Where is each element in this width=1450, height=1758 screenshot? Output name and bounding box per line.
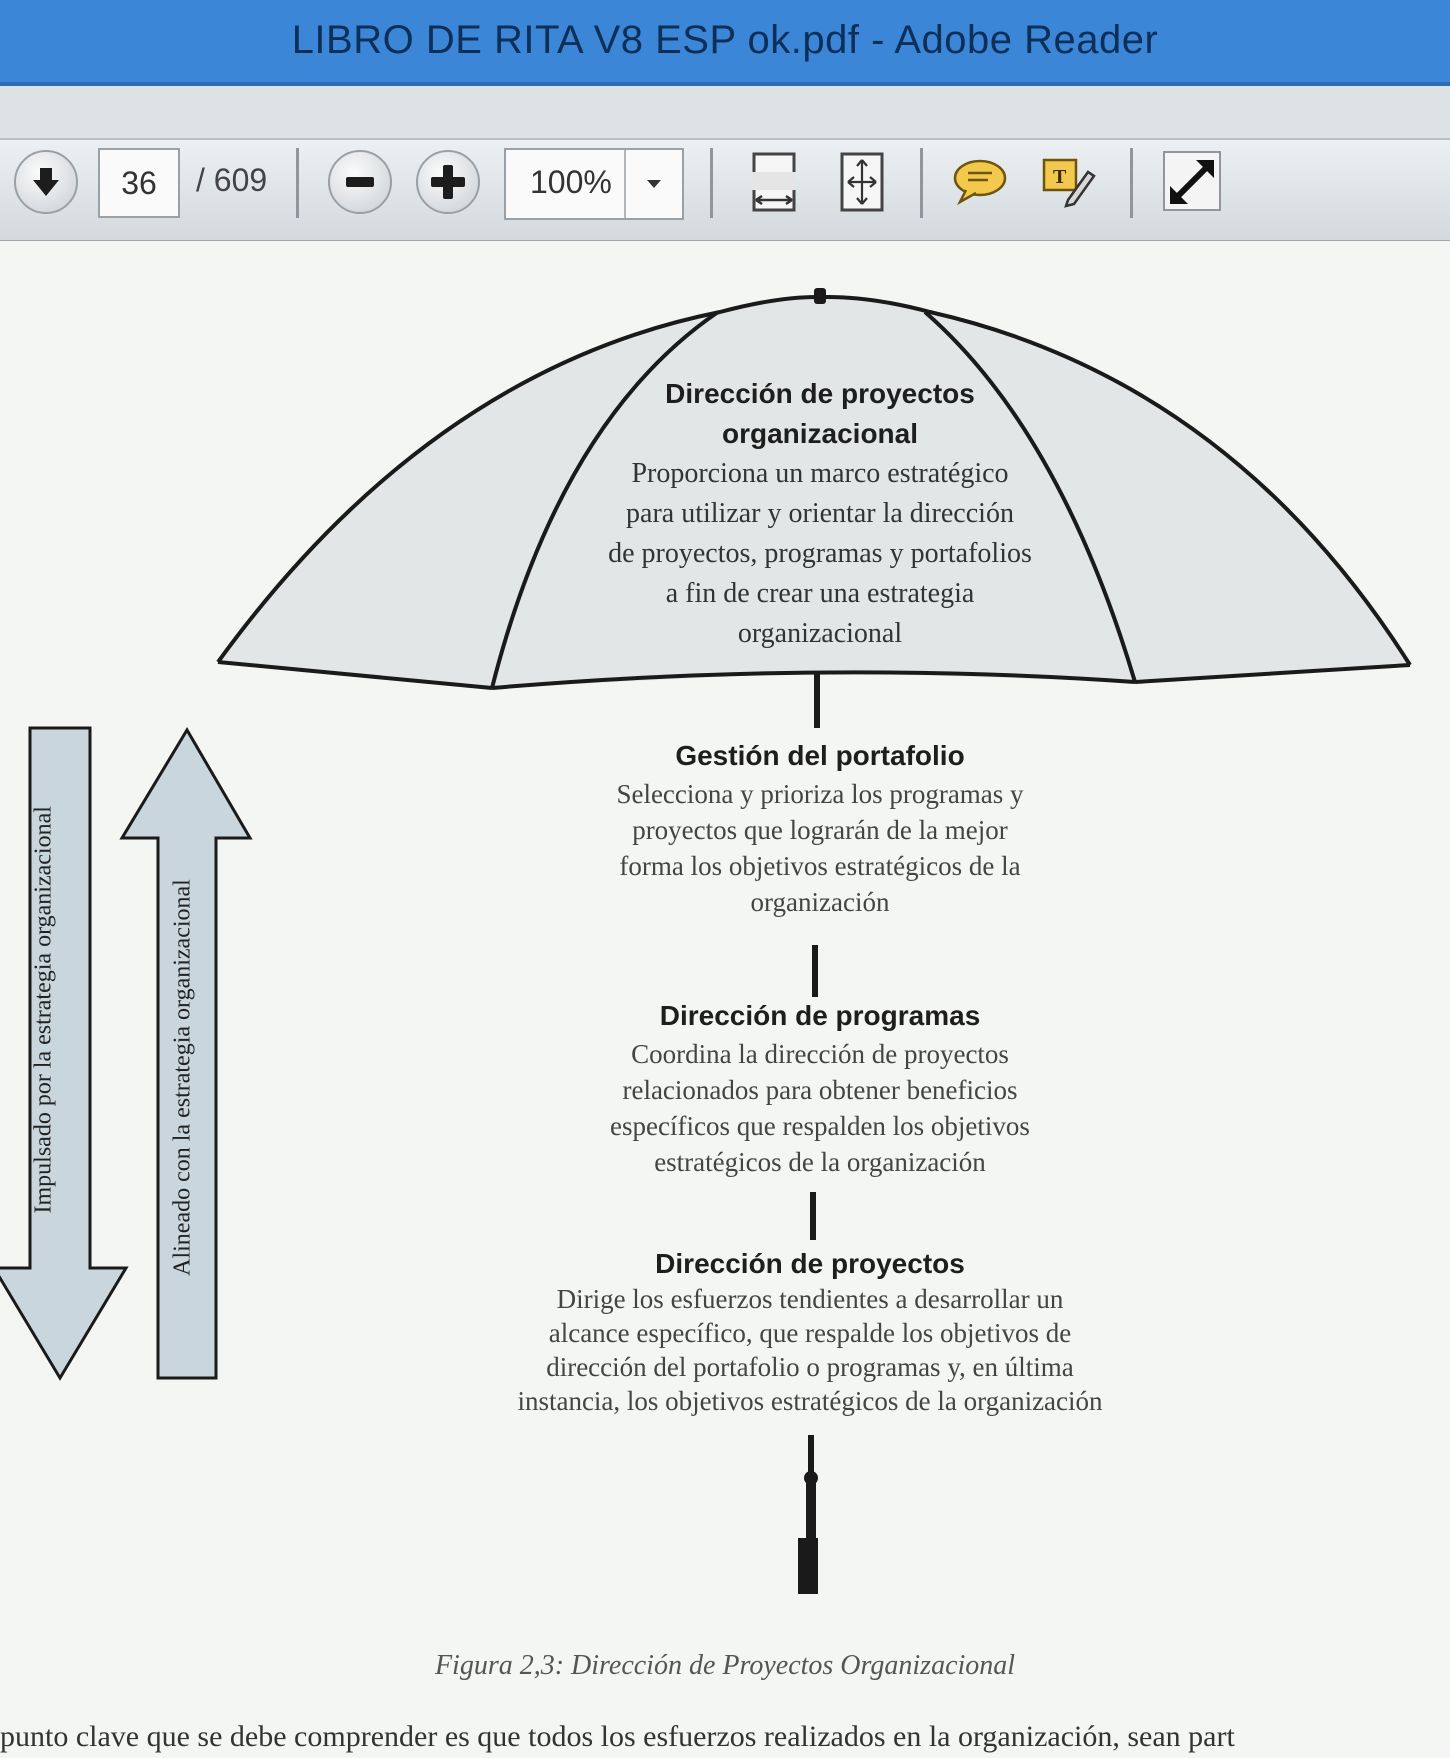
body-text-line: punto clave que se debe comprender es qu… (0, 1720, 1235, 1753)
window-title: LIBRO DE RITA V8 ESP ok.pdf - Adobe Read… (291, 18, 1159, 62)
next-page-button[interactable] (14, 150, 78, 214)
fit-width-icon (752, 152, 796, 212)
chevron-down-icon (647, 180, 661, 188)
zoom-in-icon (431, 165, 465, 199)
page-number-input[interactable]: 36 (98, 148, 180, 218)
portfolio-body-line: proyectos que lograrán de la mejor (632, 815, 1008, 845)
zoom-value: 100% (530, 164, 612, 200)
portfolio-body-line: Selecciona y prioriza los programas y (616, 779, 1024, 809)
zoom-select[interactable]: 100% (504, 148, 684, 220)
portfolio-body-line: organización (750, 887, 890, 917)
fit-page-icon (840, 152, 884, 212)
org-body-line: organizacional (737, 618, 903, 649)
org-body-line: Proporciona un marco estratégico (631, 458, 1009, 489)
programs-body-line: específicos que respalden los objetivos (610, 1111, 1030, 1141)
projects-body-line: instancia, los objetivos estratégicos de… (517, 1386, 1103, 1416)
portfolio-block: Gestión del portafolio Selecciona y prio… (540, 740, 1100, 920)
figure-caption: Figura 2,3: Dirección de Proyectos Organ… (434, 1650, 1016, 1681)
zoom-out-button[interactable] (328, 150, 392, 214)
highlight-text-button[interactable]: T (1036, 152, 1100, 212)
programs-body-line: estratégicos de la organización (654, 1147, 986, 1177)
next-page-icon (33, 168, 59, 196)
projects-body-line: alcance específico, que respalde los obj… (548, 1318, 1072, 1348)
programs-heading: Dirección de programas (659, 1000, 981, 1031)
projects-body-line: Dirige los esfuerzos tendientes a desarr… (556, 1284, 1064, 1314)
svg-text:T: T (1053, 166, 1067, 188)
zoom-in-button[interactable] (416, 150, 480, 214)
org-heading-line2: organizacional (721, 418, 919, 449)
arrow-down-label: Impulsado por la estrategia organizacion… (30, 806, 57, 1214)
toolbar-divider (296, 148, 299, 218)
programs-block: Dirección de programas Coordina la direc… (540, 1000, 1100, 1180)
org-body-line: a fin de crear una estrategia (665, 578, 975, 609)
org-block: Dirección de proyectos organizacional Pr… (560, 378, 1080, 654)
fullscreen-button[interactable] (1160, 148, 1224, 214)
programs-body-line: Coordina la dirección de proyectos (631, 1039, 1009, 1069)
arrow-up-label: Alineado con la estrategia organizaciona… (169, 879, 196, 1276)
menu-strip (0, 86, 1450, 138)
org-heading-line1: Dirección de proyectos (665, 378, 975, 409)
portfolio-body-line: forma los objetivos estratégicos de la (619, 851, 1021, 881)
window-title-bar: LIBRO DE RITA V8 ESP ok.pdf - Adobe Read… (0, 0, 1450, 86)
comment-icon (953, 159, 1007, 206)
fit-page-button[interactable] (834, 150, 890, 214)
total-pages-label: / 609 (196, 162, 268, 198)
projects-body-line: dirección del portafolio o programas y, … (546, 1352, 1074, 1382)
toolbar-divider (710, 148, 713, 218)
projects-block: Dirección de proyectos Dirige los esfuer… (470, 1248, 1150, 1418)
toolbar-divider (920, 148, 923, 218)
org-body-line: de proyectos, programas y portafolios (608, 538, 1032, 569)
programs-body-line: relacionados para obtener beneficios (622, 1075, 1018, 1105)
toolbar-divider (1130, 148, 1133, 218)
fit-width-button[interactable] (746, 150, 802, 214)
org-body-line: para utilizar y orientar la dirección (626, 498, 1014, 529)
zoom-out-icon (346, 177, 374, 187)
portfolio-heading: Gestión del portafolio (675, 740, 965, 771)
comment-button[interactable] (950, 152, 1010, 212)
zoom-dropdown-button[interactable] (624, 150, 682, 218)
projects-heading: Dirección de proyectos (655, 1248, 965, 1279)
highlight-text-icon: T (1042, 158, 1096, 208)
fullscreen-icon (1163, 151, 1221, 211)
